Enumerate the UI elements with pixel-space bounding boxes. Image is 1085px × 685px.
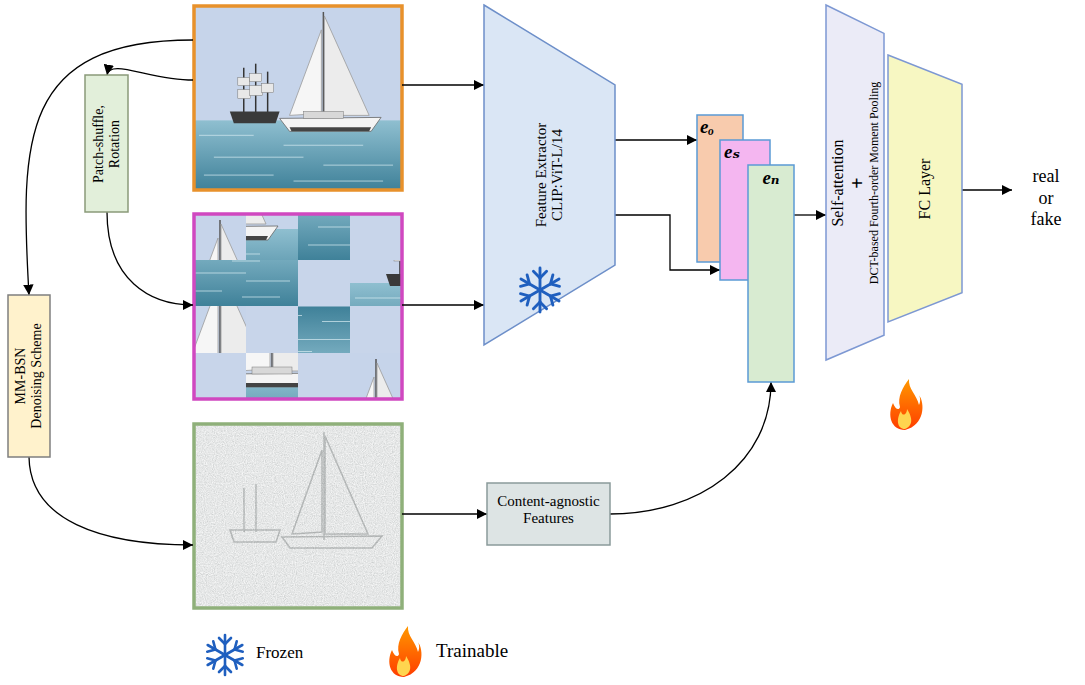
text-block: eₒ [697, 115, 743, 138]
legend-trainable-icon [389, 626, 421, 677]
graphic-path [29, 457, 193, 545]
node-shape [487, 483, 610, 545]
node-shape [8, 295, 50, 457]
process-box: Content-agnostic Features [487, 483, 610, 545]
legend-frozen-icon [205, 635, 246, 675]
node-label: eₛ [724, 141, 770, 163]
node-shape [826, 5, 884, 360]
node-shape [748, 165, 794, 382]
text-block: Patch-shuffle, Rotation [90, 88, 122, 200]
text-block: Feature ExtractorCLIP:ViT-L/14 [534, 25, 566, 325]
graphic-use [194, 6, 402, 190]
connector-arrow [794, 214, 826, 215]
node-label: eₙ [748, 167, 794, 189]
connector-arrow [610, 382, 771, 514]
graphic-polygon [325, 436, 368, 534]
node-label: + [847, 23, 868, 343]
graphic-path [402, 304, 484, 305]
graphic-polygon [230, 530, 280, 542]
graphic-svg [194, 6, 402, 190]
noise-image [194, 424, 402, 608]
connector-arrow [615, 139, 697, 140]
graphic-svg [142, 261, 351, 446]
trainable-icon [890, 379, 922, 430]
graphic-rect [194, 6, 402, 190]
node-label: Self-attention [830, 23, 847, 343]
process-box: Patch-shuffle, Rotation [85, 75, 128, 212]
graphic-polygon [282, 536, 382, 548]
encoder-trapezoid: Feature ExtractorCLIP:ViT-L/14 [484, 5, 615, 345]
node-shape [888, 55, 962, 322]
graphic-path [107, 212, 193, 305]
node-label: Content-agnostic Features [493, 493, 604, 528]
graphic-g [230, 432, 382, 548]
node-label: FC Layer [916, 69, 934, 309]
classifier-trapezoid: FC Layer [888, 55, 962, 322]
graphic-rect [194, 424, 402, 608]
pooling-trapezoid: Self-attention+DCT-based Fourth-order Mo… [826, 5, 884, 360]
node-shape [85, 75, 128, 212]
node-label: Feature Extractor [534, 25, 550, 325]
node-outline [748, 165, 794, 382]
process-box: MM-BSN Denoising Scheme [8, 295, 50, 457]
graphic-polygon [292, 450, 322, 534]
text-block: Self-attention+DCT-based Fourth-order Mo… [830, 23, 880, 343]
node-label: eₒ [700, 116, 743, 138]
graphic-path [26, 40, 193, 295]
graphic-path [962, 189, 1012, 190]
text-block: eₛ [720, 140, 770, 163]
frozen-icon [518, 268, 563, 312]
legend-label: Trainable [436, 640, 508, 663]
graphic-rect [194, 424, 402, 608]
graphic-use [142, 261, 351, 446]
node-label: Patch-shuffle, Rotation [90, 88, 122, 200]
graphic-path [402, 84, 484, 85]
node-label: MM-BSN Denoising Scheme [13, 321, 45, 431]
node-shape [484, 5, 615, 345]
graphic-line [255, 484, 257, 532]
graphic-path [402, 513, 487, 514]
legend-label: Frozen [256, 643, 303, 663]
text-block: eₙ [748, 165, 794, 189]
output-label: real or fake [1024, 166, 1068, 231]
embedding-box: eₙ [748, 165, 794, 382]
graphic-rect [194, 214, 402, 399]
node-label: DCT-based Fourth-order Moment Pooling [868, 23, 881, 343]
node-label: CLIP:ViT-L/14 [550, 25, 566, 325]
text-block: MM-BSN Denoising Scheme [13, 321, 45, 431]
text-block: Content-agnostic Features [487, 483, 610, 536]
original-image [194, 6, 402, 190]
graphic-line [243, 488, 245, 532]
text-block: FC Layer [916, 69, 934, 309]
